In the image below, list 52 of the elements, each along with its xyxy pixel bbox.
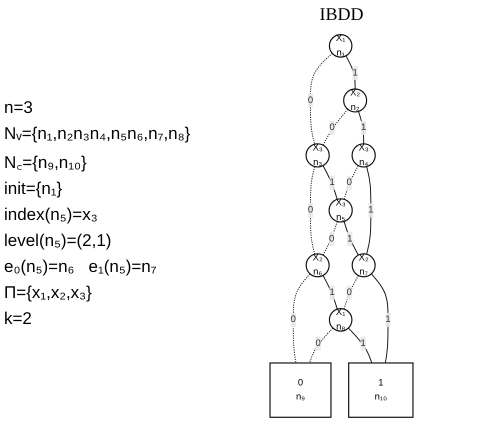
connector bbox=[370, 273, 388, 364]
node-circle: X₂ n₆ bbox=[306, 253, 330, 278]
edge-label: 0 bbox=[328, 234, 334, 244]
connector bbox=[344, 274, 359, 310]
node-circle: X₂ n₇ bbox=[352, 253, 376, 278]
formula-text: Nᵥ={n₁,n₂n₃n₄,n₅n₆,n₇,n₈} bbox=[4, 124, 192, 144]
formula-text: N꜀={n₉,n₁₀} bbox=[4, 152, 88, 173]
connector bbox=[310, 166, 316, 255]
diagram-title: IBDD bbox=[320, 4, 364, 25]
connector bbox=[358, 110, 364, 144]
connector bbox=[366, 166, 372, 255]
node-circle: X₂ n₂ bbox=[343, 88, 368, 113]
formula-text: Π={x₁,x₂,x₃} bbox=[4, 283, 93, 303]
connector bbox=[292, 273, 310, 364]
edge-label: 0 bbox=[330, 122, 335, 133]
connector bbox=[309, 328, 334, 364]
edge-label: 1 bbox=[385, 314, 391, 325]
edge-label: 1 bbox=[368, 205, 374, 216]
connector bbox=[322, 274, 338, 310]
edge-label: 0 bbox=[290, 314, 296, 325]
edge-label: 1 bbox=[330, 287, 335, 298]
formula-text: k=2 bbox=[4, 309, 33, 329]
node-circle: X₃ n₃ bbox=[306, 143, 330, 168]
connector bbox=[344, 165, 359, 200]
formula-text: init={n₁} bbox=[4, 179, 64, 199]
connector bbox=[310, 52, 333, 145]
edge-label: 1 bbox=[352, 68, 358, 78]
connector bbox=[322, 165, 338, 200]
edge-label: 1 bbox=[347, 234, 352, 244]
connector bbox=[322, 220, 338, 256]
node-circle: X₁ n₁ bbox=[328, 34, 352, 58]
node-circle: X₃ n₄ bbox=[352, 143, 376, 168]
edge-label: 1 bbox=[361, 122, 366, 133]
node-box: 0 n₉ bbox=[269, 362, 332, 418]
formula-text: n=3 bbox=[4, 98, 34, 118]
formula-text: index(n₅)=x₃ bbox=[4, 205, 99, 225]
edge-label: 0 bbox=[346, 178, 352, 188]
formula-text: e₀(n₅)=n₆ e₁(n₅)=n₇ bbox=[4, 257, 158, 277]
formula-text: level(n₅)=(2,1) bbox=[4, 231, 112, 251]
connector bbox=[345, 55, 356, 90]
node-box: 1 n₁₀ bbox=[348, 362, 414, 418]
connector bbox=[344, 220, 359, 256]
node-circle: X₃ n₅ bbox=[328, 198, 353, 223]
edge-label: 0 bbox=[346, 287, 352, 298]
connector bbox=[348, 328, 372, 364]
node-circle: X₁ n₈ bbox=[328, 308, 352, 332]
edge-label: 0 bbox=[308, 205, 314, 216]
edge-label: 0 bbox=[308, 95, 314, 106]
connector bbox=[322, 108, 348, 146]
edge-label: 1 bbox=[330, 178, 335, 188]
edge-label: 1 bbox=[360, 338, 366, 348]
edge-label: 0 bbox=[316, 338, 321, 348]
